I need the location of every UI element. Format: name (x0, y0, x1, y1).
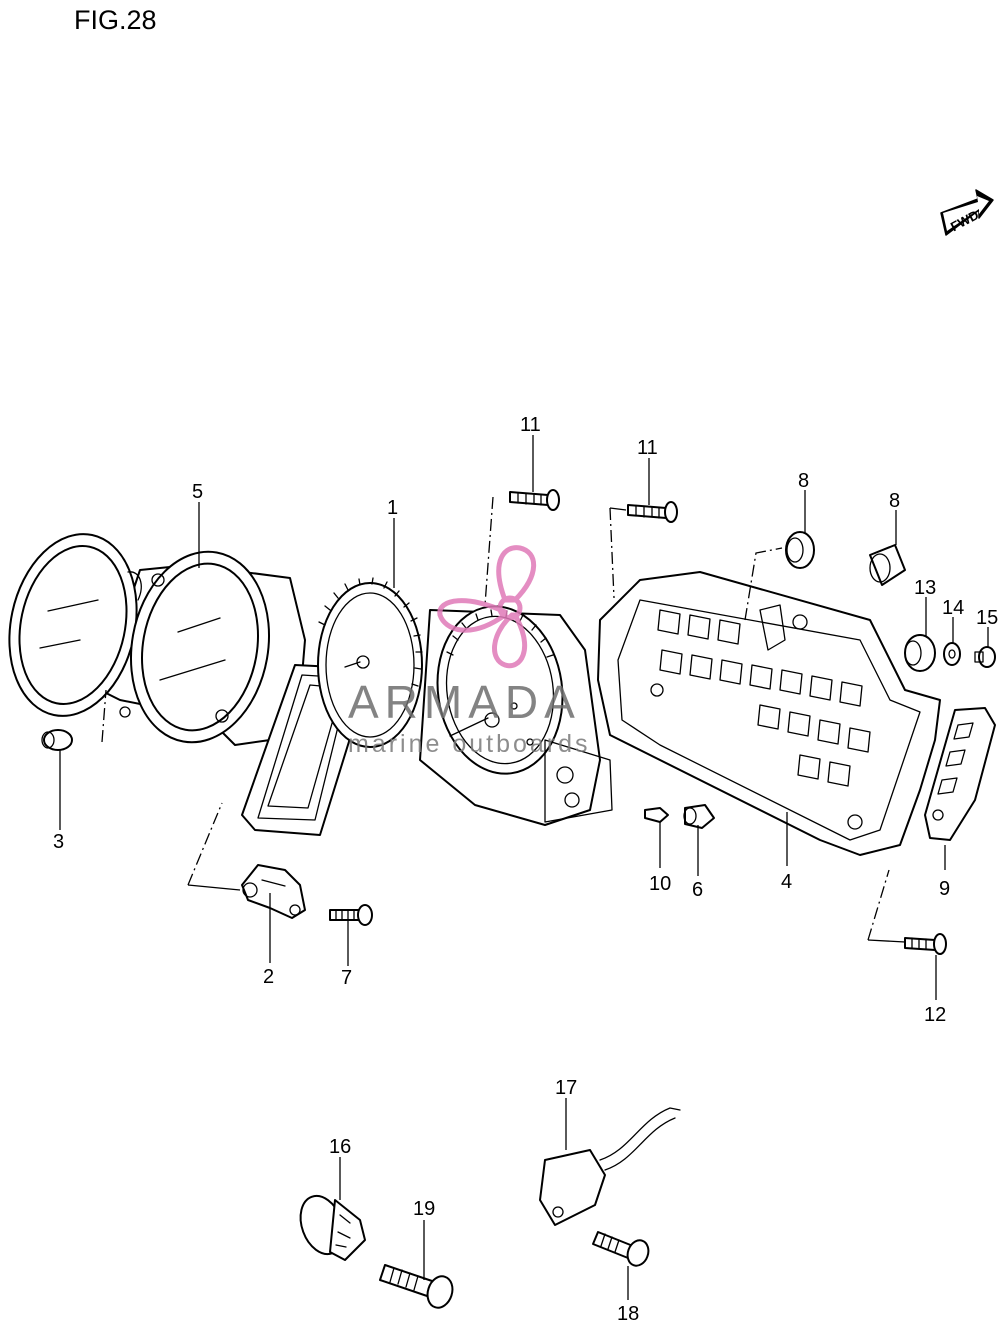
part-12-screw (904, 933, 947, 955)
part-8-socket-a (785, 531, 815, 569)
callout-3: 3 (53, 831, 64, 853)
alignment-lines (101, 496, 906, 943)
part-5-meter-case (8, 533, 306, 746)
part-18-bolt (592, 1231, 650, 1267)
watermark-tagline: marine outboards (348, 730, 591, 758)
armada-watermark: ARMADA marine outboards (348, 545, 591, 758)
propeller-logo-icon (437, 545, 537, 669)
callout-11-a: 11 (520, 414, 541, 436)
part-19-bolt (379, 1264, 454, 1309)
callout-16: 16 (329, 1136, 351, 1158)
callout-6: 6 (692, 879, 703, 901)
callout-15: 15 (976, 607, 998, 629)
callout-4: 4 (781, 871, 792, 893)
part-1-meter-assembly (317, 577, 613, 826)
callout-9: 9 (939, 878, 950, 900)
callout-labels: 1 2 3 4 5 6 7 8 8 9 10 11 11 12 13 14 15… (53, 414, 998, 1325)
callout-2: 2 (263, 966, 274, 988)
callout-13: 13 (914, 577, 936, 599)
part-11-screw-b (627, 501, 678, 523)
callout-17: 17 (555, 1077, 577, 1099)
part-10-bulb (644, 807, 669, 823)
part-6-bulb-socket (683, 804, 715, 829)
callout-5: 5 (192, 481, 203, 503)
part-13-cushion (904, 634, 936, 672)
fwd-arrow-icon: FWD (940, 189, 994, 236)
part-17-sensor (539, 1107, 681, 1226)
part-16-socket (299, 1194, 366, 1261)
part-7-screw (329, 904, 373, 926)
callout-8-b: 8 (889, 490, 900, 512)
part-15-nut (974, 646, 996, 668)
callout-8-a: 8 (798, 470, 809, 492)
part-3-grommet (41, 729, 73, 751)
part-11-screw-a (509, 489, 560, 511)
part-8-socket-b (869, 544, 906, 586)
watermark-brand: ARMADA (348, 676, 581, 728)
callout-14: 14 (942, 597, 964, 619)
part-4-meter-cover (597, 571, 941, 856)
part-2-bulb-holder (241, 864, 306, 919)
part-14-washer (943, 642, 961, 666)
part-9-socket-plate (924, 707, 996, 841)
callout-7: 7 (341, 967, 352, 989)
callout-12: 12 (924, 1004, 946, 1026)
figure-title: FIG.28 (74, 5, 157, 35)
callout-1: 1 (387, 497, 398, 519)
leader-lines (59, 435, 989, 1300)
callout-10: 10 (649, 873, 671, 895)
callout-19: 19 (413, 1198, 435, 1220)
callout-18: 18 (617, 1303, 639, 1325)
callout-11-b: 11 (637, 437, 658, 459)
